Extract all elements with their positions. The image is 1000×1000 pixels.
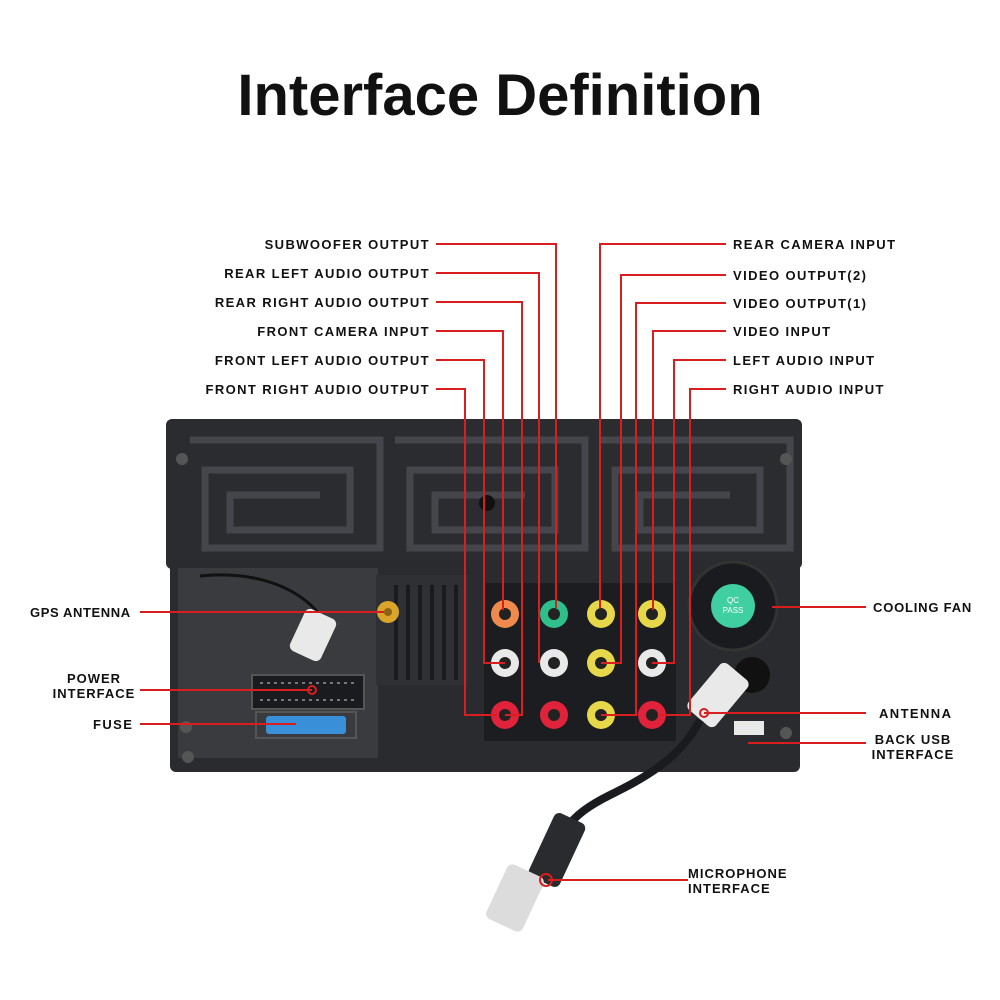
leader-subwoofer-output <box>436 243 557 608</box>
screw-top-left <box>176 453 188 465</box>
qc-pass-text: PASS <box>723 606 744 615</box>
leader-front-right-audio-output <box>436 388 497 716</box>
gps-cable-clip <box>289 608 337 662</box>
label-front-camera-input: FRONT CAMERA INPUT <box>257 324 430 339</box>
leader-front-left-audio-output <box>436 359 505 664</box>
label-video-output-2: VIDEO OUTPUT(2) <box>733 268 868 283</box>
label-front-left-audio-output: FRONT LEFT AUDIO OUTPUT <box>214 353 430 368</box>
gps-antenna-connector-core <box>384 608 392 616</box>
leader-video-output-1 <box>601 302 726 716</box>
label-left-audio-input: LEFT AUDIO INPUT <box>733 353 876 368</box>
microphone-cable <box>561 718 704 833</box>
screw-lower-left <box>182 751 194 763</box>
screw-top-right <box>780 453 792 465</box>
label-video-output-1: VIDEO OUTPUT(1) <box>733 296 868 311</box>
microphone-plug <box>486 864 544 932</box>
leader-lines <box>140 243 866 881</box>
label-rear-camera-input: REAR CAMERA INPUT <box>733 237 897 252</box>
leader-video-input <box>652 330 726 610</box>
label-power-interface: POWER INTERFACE <box>52 671 136 701</box>
screw-bottom-left <box>180 721 192 733</box>
qc-text: QC <box>727 596 739 605</box>
leader-right-audio-input <box>660 388 726 716</box>
qc-sticker <box>711 584 755 628</box>
label-subwoofer-output: SUBWOOFER OUTPUT <box>264 237 430 252</box>
leader-front-camera-input <box>436 330 504 610</box>
leader-rear-right-audio-output <box>436 301 523 716</box>
page-title: Interface Definition <box>237 63 763 128</box>
antenna-plug <box>687 662 749 728</box>
gps-cable <box>199 573 322 616</box>
screw-hole-center <box>479 495 495 511</box>
label-front-right-audio-output: FRONT RIGHT AUDIO OUTPUT <box>205 382 430 397</box>
power-connector-pins <box>260 682 356 701</box>
label-rear-left-audio-output: REAR LEFT AUDIO OUTPUT <box>224 266 430 281</box>
label-microphone-interface: MICROPHONE INTERFACE <box>688 866 788 896</box>
leader-rear-left-audio-output <box>436 272 540 663</box>
leader-left-audio-input <box>652 359 726 664</box>
label-cooling-fan: COOLING FAN <box>873 600 973 615</box>
leader-video-output-2 <box>601 274 726 664</box>
label-gps-antenna: GPS ANTENNA <box>30 605 131 620</box>
back-usb-port <box>734 721 764 735</box>
greek-key-pattern <box>190 436 794 552</box>
rca-row-1 <box>491 600 666 628</box>
label-back-usb-interface: BACK USB INTERFACE <box>871 732 955 762</box>
vent-slots <box>394 585 458 680</box>
label-fuse: FUSE <box>93 717 134 732</box>
label-antenna: ANTENNA <box>879 706 953 721</box>
fuse-body <box>266 716 346 734</box>
label-video-input: VIDEO INPUT <box>733 324 832 339</box>
leader-rear-camera-input <box>599 243 726 608</box>
label-rear-right-audio-output: REAR RIGHT AUDIO OUTPUT <box>214 295 430 310</box>
screw-bottom-right <box>780 727 792 739</box>
microphone-cable-boot <box>528 813 586 887</box>
leader-endpoints <box>307 685 709 887</box>
label-right-audio-input: RIGHT AUDIO INPUT <box>733 382 885 397</box>
